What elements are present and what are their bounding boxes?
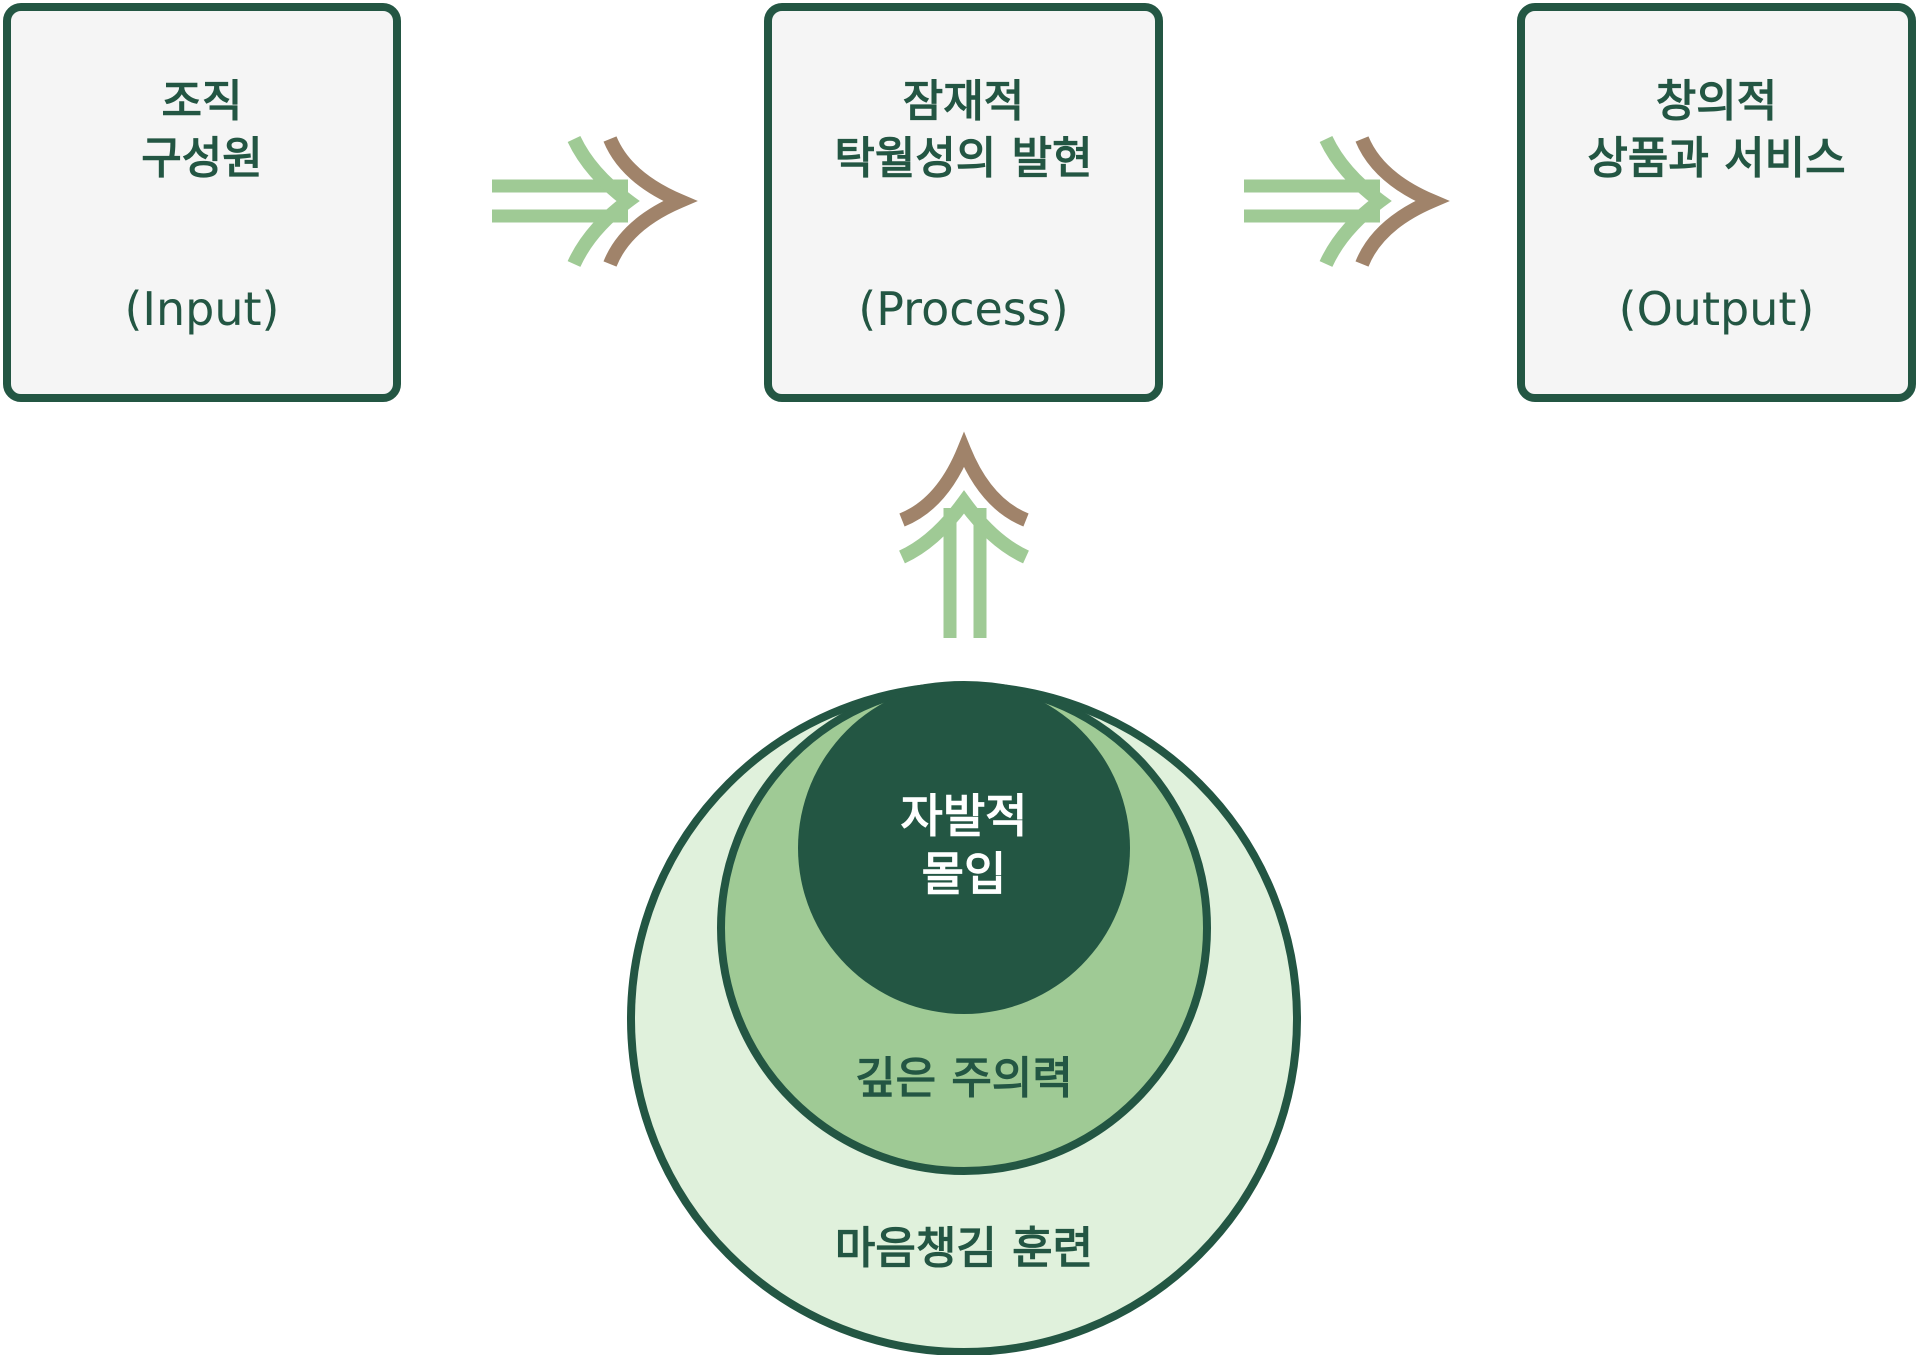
arrow-process-to-output [1244, 135, 1450, 268]
arrow-light-chevron [567, 135, 640, 268]
arrow-light-chevron [1319, 135, 1392, 268]
process-subtitle: (Process) [858, 282, 1069, 336]
arrow-light-chevron [898, 490, 1030, 564]
arrow-brown-chevron [1355, 136, 1450, 267]
inner-circle-label: 자발적 몰입 [900, 789, 1028, 901]
arrow-brown-chevron [899, 431, 1029, 527]
arrow-input-to-process [492, 135, 698, 268]
input-box: 조직 구성원 (Input) [3, 3, 401, 402]
process-title: 잠재적 탁월성의 발현 [834, 76, 1093, 184]
input-title: 조직 구성원 [141, 76, 263, 184]
arrow-brown-chevron [603, 136, 698, 267]
output-subtitle: (Output) [1618, 282, 1815, 336]
outer-circle-label: 마음챙김 훈련 [834, 1223, 1094, 1274]
middle-circle-label: 깊은 주의력 [855, 1053, 1073, 1104]
output-box: 창의적 상품과 서비스 (Output) [1517, 3, 1916, 402]
arrow-circles-to-process [898, 431, 1030, 638]
process-box: 잠재적 탁월성의 발현 (Process) [764, 3, 1163, 402]
input-subtitle: (Input) [124, 282, 280, 336]
inner-circle [798, 682, 1130, 1014]
output-title: 창의적 상품과 서비스 [1587, 76, 1846, 184]
